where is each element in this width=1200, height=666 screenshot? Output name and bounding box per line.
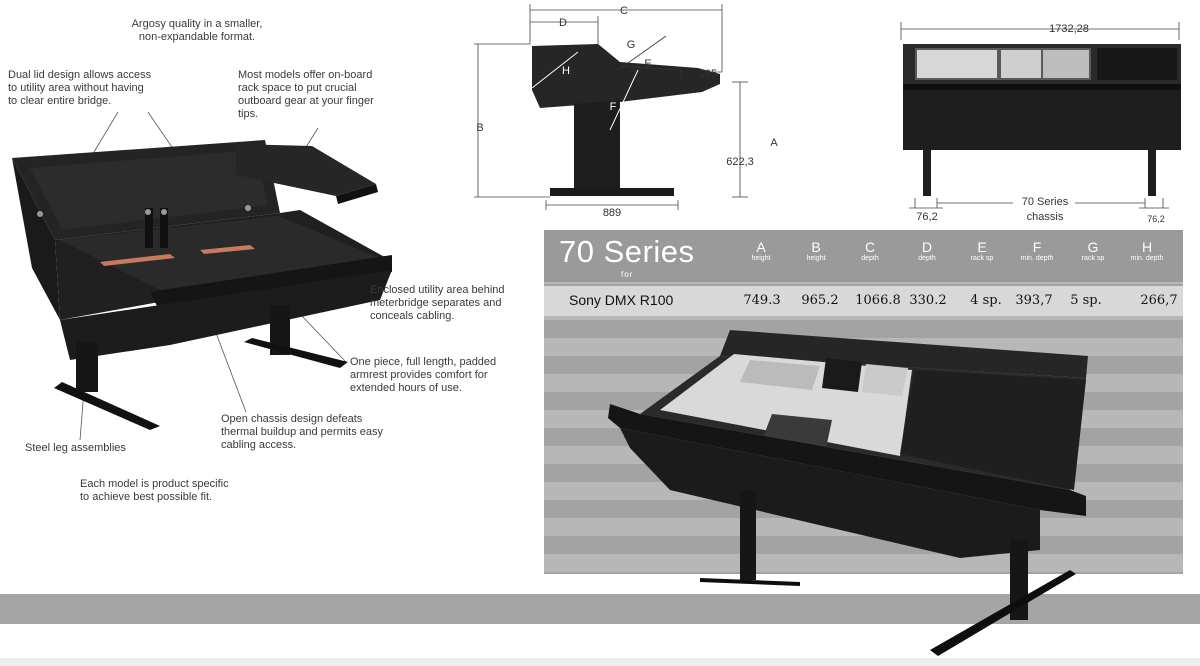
note-steel-legs: Steel leg assemblies [25,442,126,454]
note-open-chassis: Open chassis design defeats thermal buil… [221,413,384,451]
note-dual-lid: Dual lid design allows access to utility… [8,69,152,107]
value-b: 965.2 [801,293,839,308]
console-product-photo [608,330,1088,656]
value-h: 266,7 [1140,293,1178,308]
note-enclosed-utility: Enclosed utility area behind meterbridge… [370,284,505,322]
note-product-specific: Each model is product specific to achiev… [80,478,229,503]
dim-value-leg-left: 76,2 [916,211,937,223]
dim-value-leg-right: 76,2 [1147,214,1165,224]
dim-label-c: C [620,5,628,17]
series-title: 70 Series [559,234,695,269]
dim-label-f: F [610,101,617,113]
dim-value-width: 1732,28 [1049,23,1089,35]
chassis-label-line2: chassis [1027,211,1064,223]
value-a: 749.3 [743,293,781,308]
value-g: 5 sp. [1070,293,1102,308]
chassis-label-line1: 70 Series [1022,196,1069,208]
console-illustration [12,111,392,441]
front-view-drawing: 1732,28 76,2 76,2 70 Series chassis [900,22,1181,224]
dim-label-a: A [770,137,778,149]
dim-label-h: H [562,65,570,77]
dim-value-622: 622,3 [726,156,754,168]
bottom-strip [0,658,1200,666]
model-name: Sony DMX R100 [569,292,674,308]
value-c: 1066.8 [855,293,901,308]
series-for-label: for [621,270,634,279]
dim-value-165: 165 [699,68,717,80]
dim-label-d: D [559,17,567,29]
value-e: 4 sp. [970,293,1002,308]
value-f: 393,7 [1015,293,1053,308]
note-rack-space: Most models offer on-board rack space to… [238,69,374,120]
note-argosy-quality: Argosy quality in a smaller, non-expanda… [131,18,263,43]
dim-value-889: 889 [603,207,621,219]
note-armrest: One piece, full length, padded armrest p… [350,356,497,394]
dim-label-g: G [627,39,636,51]
dim-label-e: E [644,58,651,70]
dim-label-b: B [476,122,483,134]
spec-row-sony-dmx-r100: Sony DMX R100 749.3 965.2 1066.8 330.2 4… [544,286,1183,316]
side-view-drawing: C D G E H F B A 165 622,3 889 [474,4,778,219]
value-d: 330.2 [909,293,947,308]
